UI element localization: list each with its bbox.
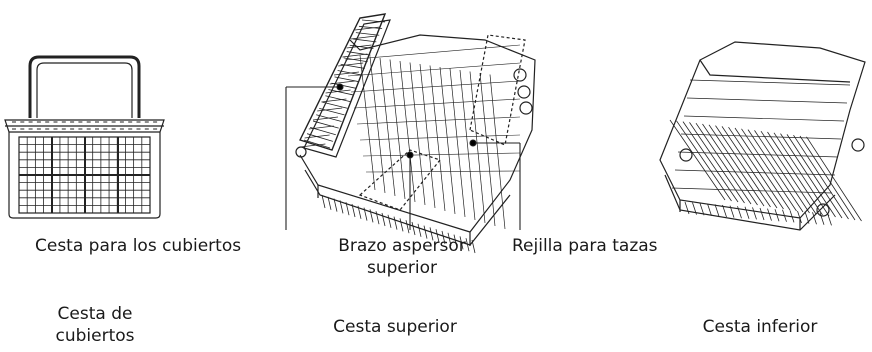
leader-lines [285,83,521,230]
leader-dot-spray [406,151,414,159]
leader-dot-cup [469,139,477,147]
caption-lower-basket: Cesta inferior [702,317,818,337]
cutlery-basket-illustration [4,55,165,219]
callout-cutlery-basket: Cesta para los cubiertos [35,236,242,256]
callout-spray-arm: Brazo aspersor superior [338,236,466,278]
leader-dot-cutlery [336,83,344,91]
lower-basket-illustration [659,41,866,231]
upper-basket-illustration [295,13,536,254]
caption-upper-basket: Cesta superior [333,317,457,337]
callout-cup-rack: Rejilla para tazas [512,236,658,256]
caption-cutlery-basket: Cesta de cubiertos [55,304,135,346]
